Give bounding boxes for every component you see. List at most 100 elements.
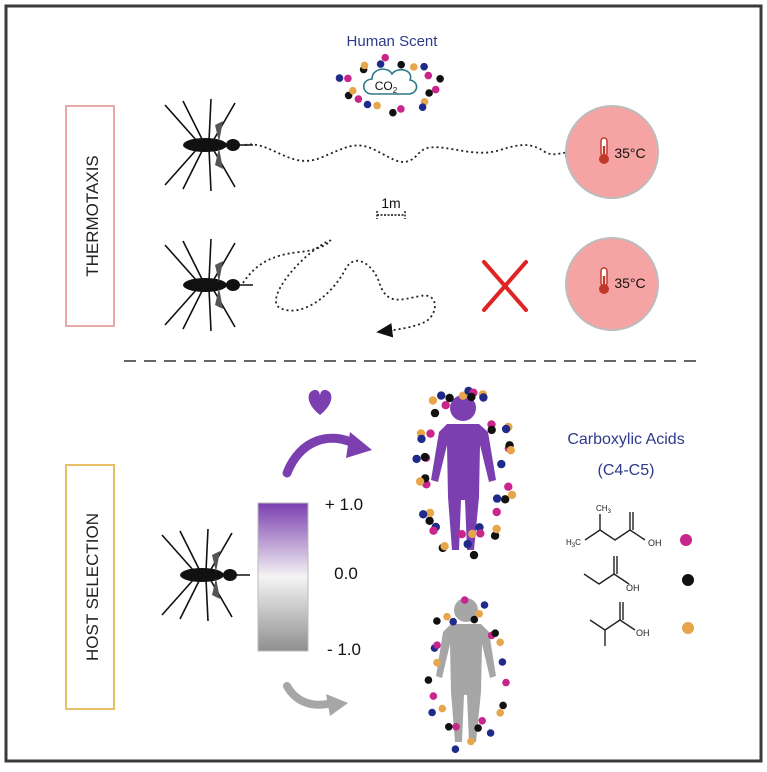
scent-dot: [363, 100, 372, 109]
scent-dot: [424, 71, 433, 80]
scent-dot: [429, 526, 438, 535]
acid-dot-black: [682, 574, 694, 586]
co2-label: CO2: [375, 79, 398, 95]
chem-ch3-label: CH3: [596, 504, 612, 515]
temperature-top: 35°C: [614, 145, 645, 161]
scent-dot: [463, 539, 472, 549]
scent-dot: [417, 434, 426, 444]
acids-subtitle: (C4-C5): [598, 462, 655, 479]
scent-dot: [460, 596, 469, 604]
scent-dot: [474, 724, 482, 732]
preference-gradient-scale: [257, 502, 309, 652]
scent-dot: [490, 531, 500, 540]
scent-dot: [487, 425, 496, 435]
scent-dot: [425, 508, 435, 518]
heat-target-bottom: [565, 237, 659, 331]
scent-dot: [492, 507, 501, 517]
thermometer-icon-top: [598, 137, 610, 165]
isovaleric-acid-structure: [584, 512, 646, 541]
scale-min-label: - 1.0: [327, 640, 361, 659]
scent-dot: [344, 74, 352, 83]
scent-dot: [410, 63, 418, 71]
scent-dot: [441, 401, 450, 410]
scent-dot: [433, 617, 441, 625]
preference-arrowhead-down: [326, 694, 348, 716]
scent-dot: [445, 393, 454, 403]
scent-dot: [496, 709, 505, 717]
scent-dot: [486, 729, 495, 737]
scent-dot: [458, 391, 468, 400]
scent-dot: [437, 391, 446, 400]
scent-dot: [469, 550, 479, 560]
scent-dot: [397, 105, 405, 113]
scent-dot: [349, 86, 357, 95]
scent-dot: [501, 424, 511, 434]
scent-dot: [452, 723, 460, 731]
scent-dot-cluster: [335, 53, 444, 117]
scent-dot: [468, 529, 477, 539]
scent-dot: [451, 745, 460, 753]
scent-dot: [492, 524, 501, 534]
thermotaxis-label-box: [65, 105, 115, 327]
scent-dot: [496, 638, 505, 647]
host-selection-label: HOST SELECTION: [83, 513, 102, 661]
scent-dot: [419, 510, 428, 519]
scent-dot: [440, 542, 449, 551]
acids-title: Carboxylic Acids: [567, 431, 684, 448]
scent-dot: [445, 723, 453, 731]
scale-mid-label: 0.0: [334, 564, 358, 583]
scent-dot: [492, 494, 502, 503]
scent-dot: [420, 452, 430, 462]
preferred-human-icon: [431, 395, 496, 550]
scent-dot: [428, 708, 436, 717]
temperature-bottom: 35°C: [614, 275, 645, 291]
scent-dot: [354, 95, 363, 103]
scent-dot: [424, 676, 433, 684]
scent-dot: [389, 108, 397, 117]
scent-dot: [470, 615, 479, 624]
human-scent-label: Human Scent: [347, 33, 439, 50]
scent-dot: [502, 678, 510, 687]
scent-dot: [376, 60, 385, 68]
scent-dot: [498, 658, 507, 666]
scent-dot: [436, 75, 444, 83]
scent-dot: [420, 62, 428, 71]
scent-dot: [373, 101, 381, 110]
acid-dot-magenta: [680, 534, 692, 546]
host-selection-label-box: [65, 464, 115, 710]
heat-target-top: [565, 105, 659, 199]
scent-dot: [467, 392, 476, 402]
scent-dot: [433, 641, 441, 649]
preference-arrowhead-up: [346, 432, 372, 458]
scent-dot: [335, 74, 344, 82]
scent-dot: [457, 530, 466, 539]
scent-dot: [431, 85, 440, 94]
scent-dot: [430, 408, 440, 418]
butyric-acid-structure: [583, 556, 630, 585]
scent-dot: [449, 617, 458, 626]
scent-dot: [428, 396, 438, 405]
scale-bar: [376, 211, 406, 219]
scent-dot: [426, 429, 435, 438]
scent-dot: [501, 495, 510, 504]
scent-dot: [425, 516, 434, 525]
isobutyric-acid-structure: [589, 602, 636, 646]
scent-dot: [475, 610, 484, 618]
scent-dot: [415, 477, 425, 486]
scent-dot: [478, 717, 487, 725]
scent-dot: [499, 701, 507, 710]
scale-label: 1m: [381, 195, 400, 211]
scent-dot: [506, 446, 515, 455]
scent-dot: [507, 490, 517, 500]
scent-dot: [433, 658, 441, 667]
scent-dot: [397, 60, 406, 69]
scent-dot: [480, 601, 489, 609]
heart-icon: [308, 389, 332, 415]
scent-dot: [438, 704, 447, 713]
scent-dot: [497, 459, 506, 469]
co2-cloud-icon: [362, 68, 418, 95]
attracted-flight-path: [244, 142, 582, 163]
less-preferred-human-scent-dots: [424, 596, 510, 753]
thermometer-icon-bottom: [598, 267, 610, 295]
